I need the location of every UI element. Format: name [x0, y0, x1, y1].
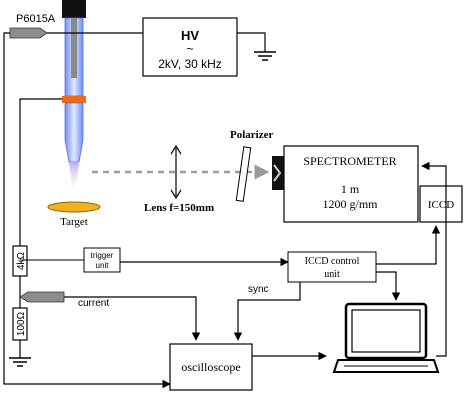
spectrometer-box	[283, 145, 419, 223]
wire-laptop-spectrometer	[421, 161, 447, 357]
probe-label: P6015A	[16, 13, 56, 25]
polarizer-label: Polarizer	[230, 129, 273, 141]
sync-label: sync	[248, 284, 269, 295]
oscilloscope-box	[169, 343, 253, 391]
iccd-label: ICCD	[428, 199, 454, 211]
lens-icon	[170, 144, 182, 200]
target-label: Target	[60, 216, 88, 228]
oscilloscope-label: oscilloscope	[181, 360, 240, 374]
jet-cap	[62, 0, 86, 18]
wire-control-laptop	[376, 271, 401, 301]
target-disk	[47, 201, 101, 213]
laptop-icon	[332, 302, 440, 373]
hv-title: HV	[181, 28, 199, 43]
wire-probe-osc	[3, 32, 171, 389]
hv-supply-box	[142, 17, 238, 77]
trigger-unit-box	[83, 247, 121, 273]
wire-hv-ground	[237, 32, 266, 52]
polarizer-icon	[235, 146, 252, 202]
wire-sync-osc	[233, 282, 301, 341]
hv-spec: 2kV, 30 kHz	[158, 57, 222, 71]
wire-ring-rail	[19, 98, 62, 246]
resistor-4k-label: 4kΩ	[16, 251, 27, 270]
wire-control-iccd	[376, 225, 441, 265]
ground-icon-hv	[254, 51, 276, 61]
spectrometer-grating: 1200 g/mm	[322, 197, 378, 211]
hv-probe-icon	[9, 27, 48, 39]
resistor-100-label: 100Ω	[16, 311, 27, 336]
jet-electrode	[71, 18, 77, 78]
iccd-box	[419, 185, 463, 223]
hv-tilde: ~	[186, 42, 193, 56]
iccd-control-label-2: unit	[324, 269, 340, 280]
iccd-control-box	[287, 251, 377, 283]
trigger-label-1: trigger	[91, 251, 114, 260]
plasma-jet	[62, 0, 86, 195]
iccd-control-label-1: ICCD control	[305, 256, 360, 267]
spectrometer-slit-icon	[272, 156, 284, 190]
wire-current-osc	[64, 296, 201, 341]
trigger-label-2: unit	[96, 261, 110, 270]
current-probe-icon	[19, 291, 65, 303]
ground-icon-rail	[9, 357, 31, 367]
jet-tube-lower	[64, 102, 84, 163]
plasma-plume	[69, 162, 79, 195]
ring-electrode	[62, 96, 86, 103]
lens-label: Lens f=150mm	[144, 202, 214, 214]
spectrometer-title: SPECTROMETER	[303, 154, 396, 168]
current-label: current	[78, 298, 109, 309]
spectrometer-focal: 1 m	[341, 182, 360, 196]
